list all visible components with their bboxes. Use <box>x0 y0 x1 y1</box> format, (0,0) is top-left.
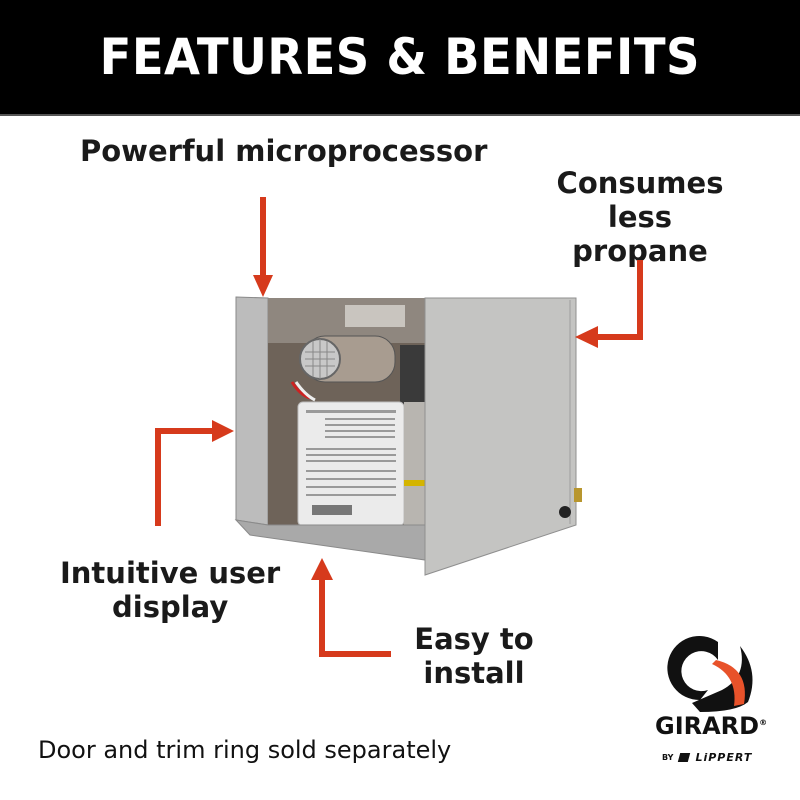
page-title: FEATURES & BENEFITS <box>99 28 701 86</box>
arrow-down-head-icon <box>253 275 273 297</box>
callout-display: Intuitive user display <box>60 556 280 624</box>
lippert-mark-icon <box>678 753 691 762</box>
parent-brand: BY LiPPERT <box>662 751 753 764</box>
callout-display-line2: display <box>112 590 229 624</box>
arrow-right-head-icon <box>212 420 234 442</box>
callout-propane: Consumes less propane <box>540 166 740 268</box>
callout-propane-line1: Consumes <box>556 166 724 200</box>
left-panel <box>235 296 269 526</box>
footnote: Door and trim ring sold separately <box>38 736 452 764</box>
arrow-propane-stem-icon <box>637 260 643 340</box>
callout-install: Easy to install <box>404 622 544 690</box>
callout-display-line1: Intuitive user <box>60 556 281 590</box>
bottom-tray <box>234 519 426 561</box>
arrow-display-stem-icon <box>155 428 161 526</box>
callout-microprocessor: Powerful microprocessor <box>80 134 488 168</box>
callout-install-line1: Easy to <box>414 622 534 656</box>
gas-fitting <box>574 488 582 502</box>
arrow-install-stem-icon <box>319 578 325 656</box>
brand-name: GIRARD® <box>655 712 768 740</box>
callout-install-line2: install <box>423 656 525 690</box>
right-side-panel <box>424 297 577 576</box>
arrows <box>155 197 643 657</box>
callout-propane-line2: less propane <box>572 200 708 268</box>
arrow-up-head-icon <box>311 558 333 580</box>
header-banner: FEATURES & BENEFITS <box>0 0 800 116</box>
arrow-down-icon <box>260 197 266 277</box>
girard-logo-icon <box>667 636 753 712</box>
arrow-left-head-icon <box>575 326 598 348</box>
